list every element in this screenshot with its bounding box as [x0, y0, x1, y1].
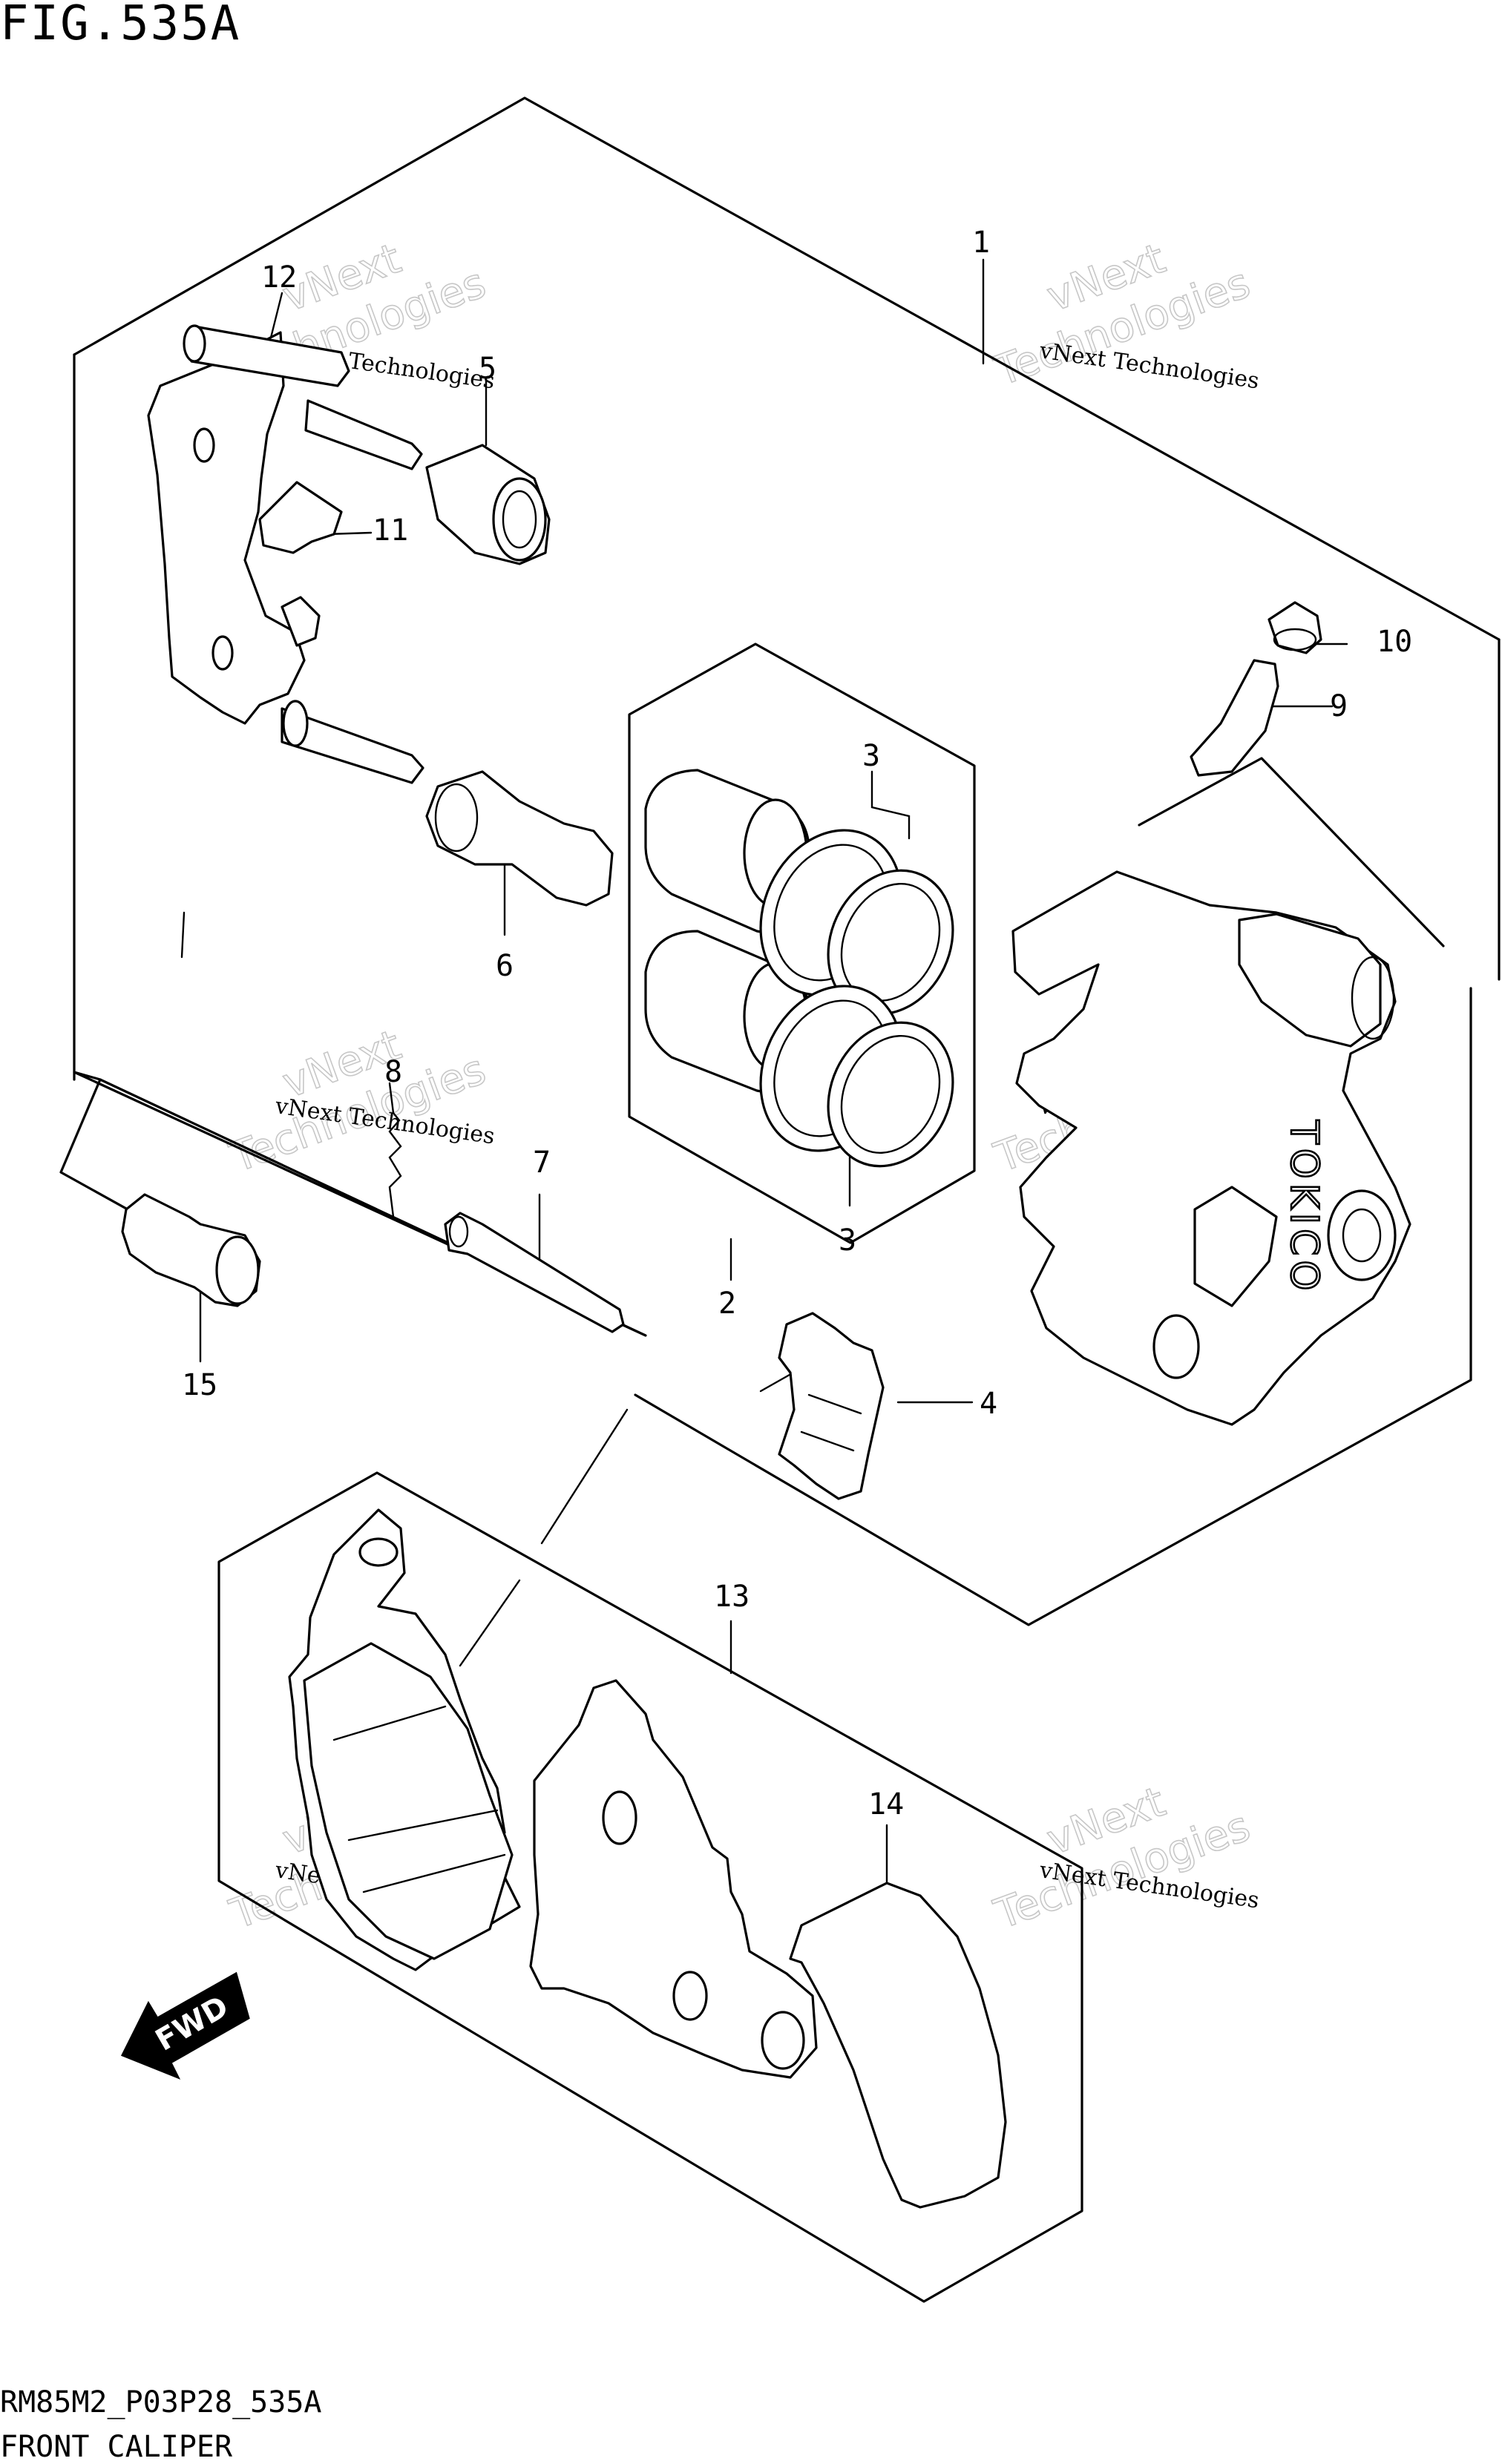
callout-10: 10 — [1377, 625, 1412, 659]
brake-pad-right — [529, 1679, 818, 2079]
leader-3a — [870, 770, 911, 840]
callout-5: 5 — [479, 352, 496, 386]
callout-8: 8 — [384, 1055, 402, 1089]
diagram-code: RM85M2_P03P28_535A — [0, 2385, 322, 2419]
callout-12: 12 — [261, 260, 297, 295]
connector-pad-1 — [540, 1408, 629, 1545]
spring-8 — [388, 1082, 402, 1218]
callout-11: 11 — [373, 513, 408, 548]
shim-14 — [789, 1882, 1007, 2209]
seals-3 — [759, 829, 954, 1168]
watermark-3: vNext Technologies vNext Technologies — [223, 1020, 496, 1183]
callout-7: 7 — [533, 1146, 551, 1180]
bleeder-screw-9 — [1190, 659, 1279, 777]
callout-6: 6 — [496, 949, 514, 983]
caliper-bracket — [147, 324, 424, 784]
callout-4: 4 — [980, 1387, 997, 1421]
callout-9: 9 — [1330, 689, 1348, 723]
callout-3-lower: 3 — [839, 1223, 856, 1258]
watermark-2-line: vNext Technologies — [1037, 338, 1261, 394]
brake-pad-left — [288, 1508, 521, 1971]
fwd-arrow-icon: FWD — [120, 1971, 250, 2080]
slide-pin-6 — [425, 770, 614, 907]
clip-11 — [258, 481, 343, 554]
boot-5 — [425, 444, 551, 565]
connector-pad-2 — [459, 1579, 521, 1667]
callout-14: 14 — [868, 1787, 904, 1821]
assembly-box-1 — [73, 96, 1501, 1626]
bleeder-cap-10 — [1267, 601, 1322, 654]
callout-13: 13 — [714, 1580, 750, 1614]
caliper-body: TOKICO — [1011, 870, 1411, 1426]
pad-spring-4 — [778, 1312, 885, 1500]
pad-box-13 — [217, 1471, 1083, 2303]
assembly-box-1-bracket — [1138, 757, 1445, 947]
callout-2: 2 — [718, 1287, 736, 1321]
watermark-6: vNext Technologies vNext Technologies — [988, 1777, 1261, 1939]
callout-3-upper: 3 — [862, 739, 880, 773]
diagram-caption: FRONT CALIPER — [0, 2430, 233, 2464]
callout-15: 15 — [182, 1368, 217, 1402]
piston-box-2 — [628, 643, 976, 1244]
connector-dash-1 — [180, 911, 186, 959]
leader-12 — [269, 292, 283, 339]
watermark-2: vNext Technologies vNext Technologies — [988, 234, 1261, 396]
bolt-15 — [121, 1193, 261, 1307]
callout-numbers: 1 2 3 3 4 5 6 7 8 9 10 11 12 13 14 15 — [182, 226, 1412, 1821]
pin-7 — [444, 1212, 625, 1333]
figure-title: FIG.535A — [0, 0, 241, 51]
caliper-brand: TOKICO — [1282, 1120, 1326, 1295]
callout-1: 1 — [972, 226, 990, 260]
